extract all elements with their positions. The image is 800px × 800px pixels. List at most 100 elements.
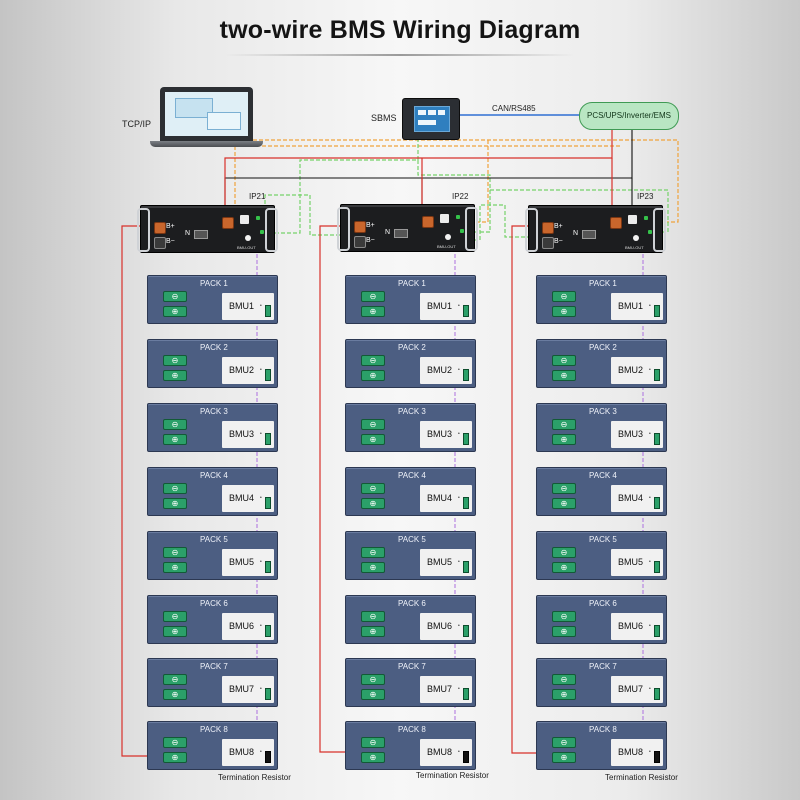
bmu-port-icon [463,625,469,637]
bmu-label: BMU8 [427,747,453,757]
bmu-module: BMU2• [222,357,274,384]
battery-pack: PACK 2⊖⊕BMU2• [536,339,667,388]
b-minus-terminal [154,237,166,249]
pack-negative-terminal-icon: ⊖ [361,419,385,430]
sbms-label: SBMS [371,113,397,123]
pack-negative-terminal-icon: ⊖ [361,674,385,685]
bmu-marker-icon: • [649,686,651,692]
b-minus-terminal [542,237,554,249]
pack-label: PACK 8 [589,725,617,734]
bmu-port-icon [463,688,469,700]
can-rs485-label: CAN/RS485 [492,104,536,113]
aux-terminal [222,217,234,229]
bmu-marker-icon: • [260,686,262,692]
bmu-port-icon [265,305,271,317]
pack-label: PACK 4 [398,471,426,480]
battery-pack: PACK 1⊖⊕BMU1• [147,275,278,324]
pack-label: PACK 5 [200,535,228,544]
pack-label: PACK 8 [398,725,426,734]
pack-label: PACK 3 [398,407,426,416]
handle-left [337,207,350,251]
pack-label: PACK 3 [589,407,617,416]
ethernet-trunk [253,139,679,223]
reset-knob [245,235,251,241]
bmu-port-icon [463,497,469,509]
network-port [440,214,449,223]
pack-label: PACK 6 [589,599,617,608]
battery-pack: PACK 6⊖⊕BMU6• [345,595,476,644]
battery-pack: PACK 6⊖⊕BMU6• [536,595,667,644]
bmu-label: BMU1 [618,301,644,311]
aux-terminal [610,217,622,229]
bmu-label: BMU2 [618,365,644,375]
pack-positive-terminal-icon: ⊕ [552,306,576,317]
signal-line-1 [224,128,633,214]
bmu-module: BMU1 • [222,293,274,320]
battery-pack: PACK 6⊖⊕BMU6• [147,595,278,644]
bmu-module: BMU1 • [611,293,663,320]
pack-negative-terminal-icon: ⊖ [552,291,576,302]
termination-resistor-label: Termination Resistor [218,773,291,782]
pack-positive-terminal-icon: ⊕ [552,689,576,700]
bmu-marker-icon: • [260,303,262,309]
b-plus-label: B+ [166,223,175,230]
bmu-port-icon [654,305,660,317]
pack-positive-terminal-icon: ⊕ [361,306,385,317]
battery-pack: PACK 5⊖⊕BMU5• [536,531,667,580]
pack-negative-terminal-icon: ⊖ [163,291,187,302]
pack-positive-terminal-icon: ⊕ [163,498,187,509]
battery-pack: PACK 7⊖⊕BMU7• [536,658,667,707]
bmu-module: BMU7• [420,676,472,703]
pack-positive-terminal-icon: ⊕ [552,498,576,509]
pack-negative-terminal-icon: ⊖ [552,674,576,685]
n-label: N [185,230,191,237]
sbms-device-icon [402,98,460,140]
bmu-module: BMU3 • [611,421,663,448]
bmu-module: BMU5• [420,549,472,576]
battery-pack: PACK 5⊖⊕BMU5• [345,531,476,580]
laptop-icon [160,87,253,141]
battery-pack: PACK 7⊖⊕BMU7• [345,658,476,707]
status-led [644,216,648,220]
n-label: N [573,230,579,237]
termination-resistor-icon [463,751,469,763]
battery-pack: PACK 4⊖⊕BMU4• [536,467,667,516]
bmu-label: BMU8 [618,747,644,757]
bmu-module: BMU5• [611,549,663,576]
bmu-port-icon [654,625,660,637]
handle-right [465,207,478,251]
bmu-label: BMU5 [618,557,644,567]
battery-pack: PACK 8⊖⊕BMU8• [536,721,667,770]
bmu-label: BMU2 [229,365,255,375]
bmu-marker-icon: • [649,303,651,309]
pack-negative-terminal-icon: ⊖ [552,737,576,748]
battery-pack: PACK 1⊖⊕BMU1• [345,275,476,324]
rack-controller: B+ B− N BMU-OUT [525,205,666,253]
bmu-marker-icon: • [649,367,651,373]
ethernet-drop-2 [460,140,489,223]
pack-positive-terminal-icon: ⊕ [361,434,385,445]
bmu-module: BMU7• [222,676,274,703]
bmu-marker-icon: • [649,431,651,437]
b-plus-label: B+ [366,222,375,229]
pack-positive-terminal-icon: ⊕ [163,370,187,381]
bmu-label: BMU4 [618,493,644,503]
pack-positive-terminal-icon: ⊕ [552,370,576,381]
status-led [256,216,260,220]
bmu-label: BMU1 [229,301,255,311]
pack-positive-terminal-icon: ⊕ [361,626,385,637]
bmu-port-icon [265,561,271,573]
pack-label: PACK 7 [398,662,426,671]
pack-label: PACK 2 [589,343,617,352]
bmu-module: BMU6• [222,613,274,640]
pack-positive-terminal-icon: ⊕ [163,434,187,445]
bmu-port-led [460,229,464,233]
b-plus-terminal [354,221,366,233]
title-underline [225,54,575,56]
battery-pack: PACK 8⊖⊕BMU8• [147,721,278,770]
pack-label: PACK 3 [200,407,228,416]
pack-positive-terminal-icon: ⊕ [163,626,187,637]
bmu-module: BMU6• [420,613,472,640]
battery-pack: PACK 4⊖⊕BMU4• [147,467,278,516]
bmu-label: BMU3 [618,429,644,439]
